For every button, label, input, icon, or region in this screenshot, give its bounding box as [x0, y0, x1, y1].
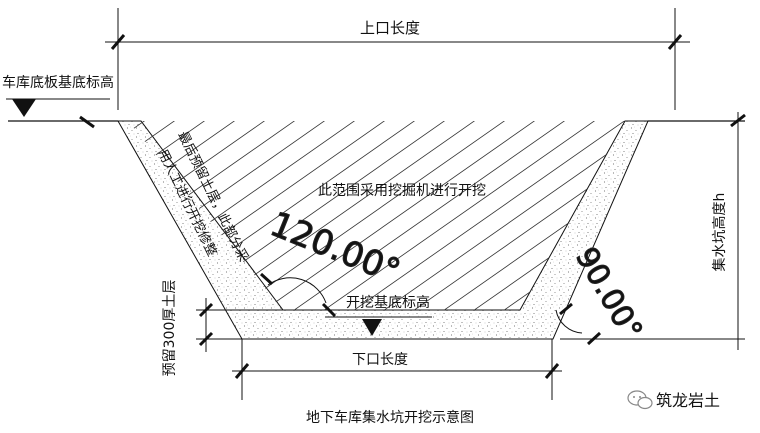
hatch-line [0, 110, 100, 320]
bottom-dim-tick-left [234, 363, 250, 379]
base-tick-left [321, 302, 337, 318]
hatch-line [730, 110, 760, 320]
hatch-line [309, 121, 611, 310]
left-angle-arc [267, 277, 327, 304]
hatch-line [279, 121, 581, 310]
watermark: 筑龙岩土 [627, 390, 720, 410]
diagram-title: 地下车库集水坑开挖示意图 [306, 409, 474, 426]
excavator-zone-label: 此范围采用挖掘机进行开挖 [318, 182, 486, 199]
top-dim-tick-left [110, 34, 126, 50]
depth-dim-tick-top [730, 113, 746, 128]
slab-base-elevation-label: 车库底板基底标高 [2, 74, 114, 91]
depth-dim-tick-bottom [586, 331, 602, 346]
reserved-soil-band [117, 120, 649, 340]
reserved-dim-tick-top [198, 302, 214, 318]
right-angle-arc [555, 309, 583, 334]
slope-tick-right [559, 302, 573, 316]
slope-tick-left [259, 272, 274, 286]
hatch-line [0, 110, 40, 320]
ground-tick [79, 115, 95, 129]
angle-right-label: 90.00° [568, 242, 649, 347]
reserved-dim-tick-bottom [198, 331, 214, 347]
hatch-line [640, 110, 760, 320]
top-opening-length-label: 上口长度 [360, 19, 420, 37]
angle-left-label: 120.00° [265, 204, 406, 292]
hatch-line [128, 121, 251, 310]
slab-elevation-marker [12, 99, 36, 117]
hatch-line [219, 121, 521, 310]
hatch-line [128, 121, 221, 310]
top-dim-tick-right [667, 34, 683, 50]
bottom-opening-length-label: 下口长度 [352, 352, 408, 368]
hatch-line [249, 121, 551, 310]
hatch-line [128, 121, 131, 310]
bottom-dim-tick-right [544, 363, 560, 379]
hatch-line [339, 121, 625, 310]
wechat-icon [627, 390, 653, 410]
hatch-line [700, 110, 760, 320]
pit-depth-label: 集水坑高度h [711, 193, 728, 272]
excavator-hatch [0, 110, 760, 320]
excavation-base-elevation-label: 开挖基底标高 [346, 294, 430, 311]
watermark-text: 筑龙岩土 [656, 391, 720, 410]
base-elevation-marker [362, 319, 382, 336]
hatch-line [0, 110, 70, 320]
hatch-line [128, 121, 371, 310]
reserved-soil-layer-label: 预留300厚土层 [162, 280, 178, 377]
hatch-line [399, 121, 625, 310]
